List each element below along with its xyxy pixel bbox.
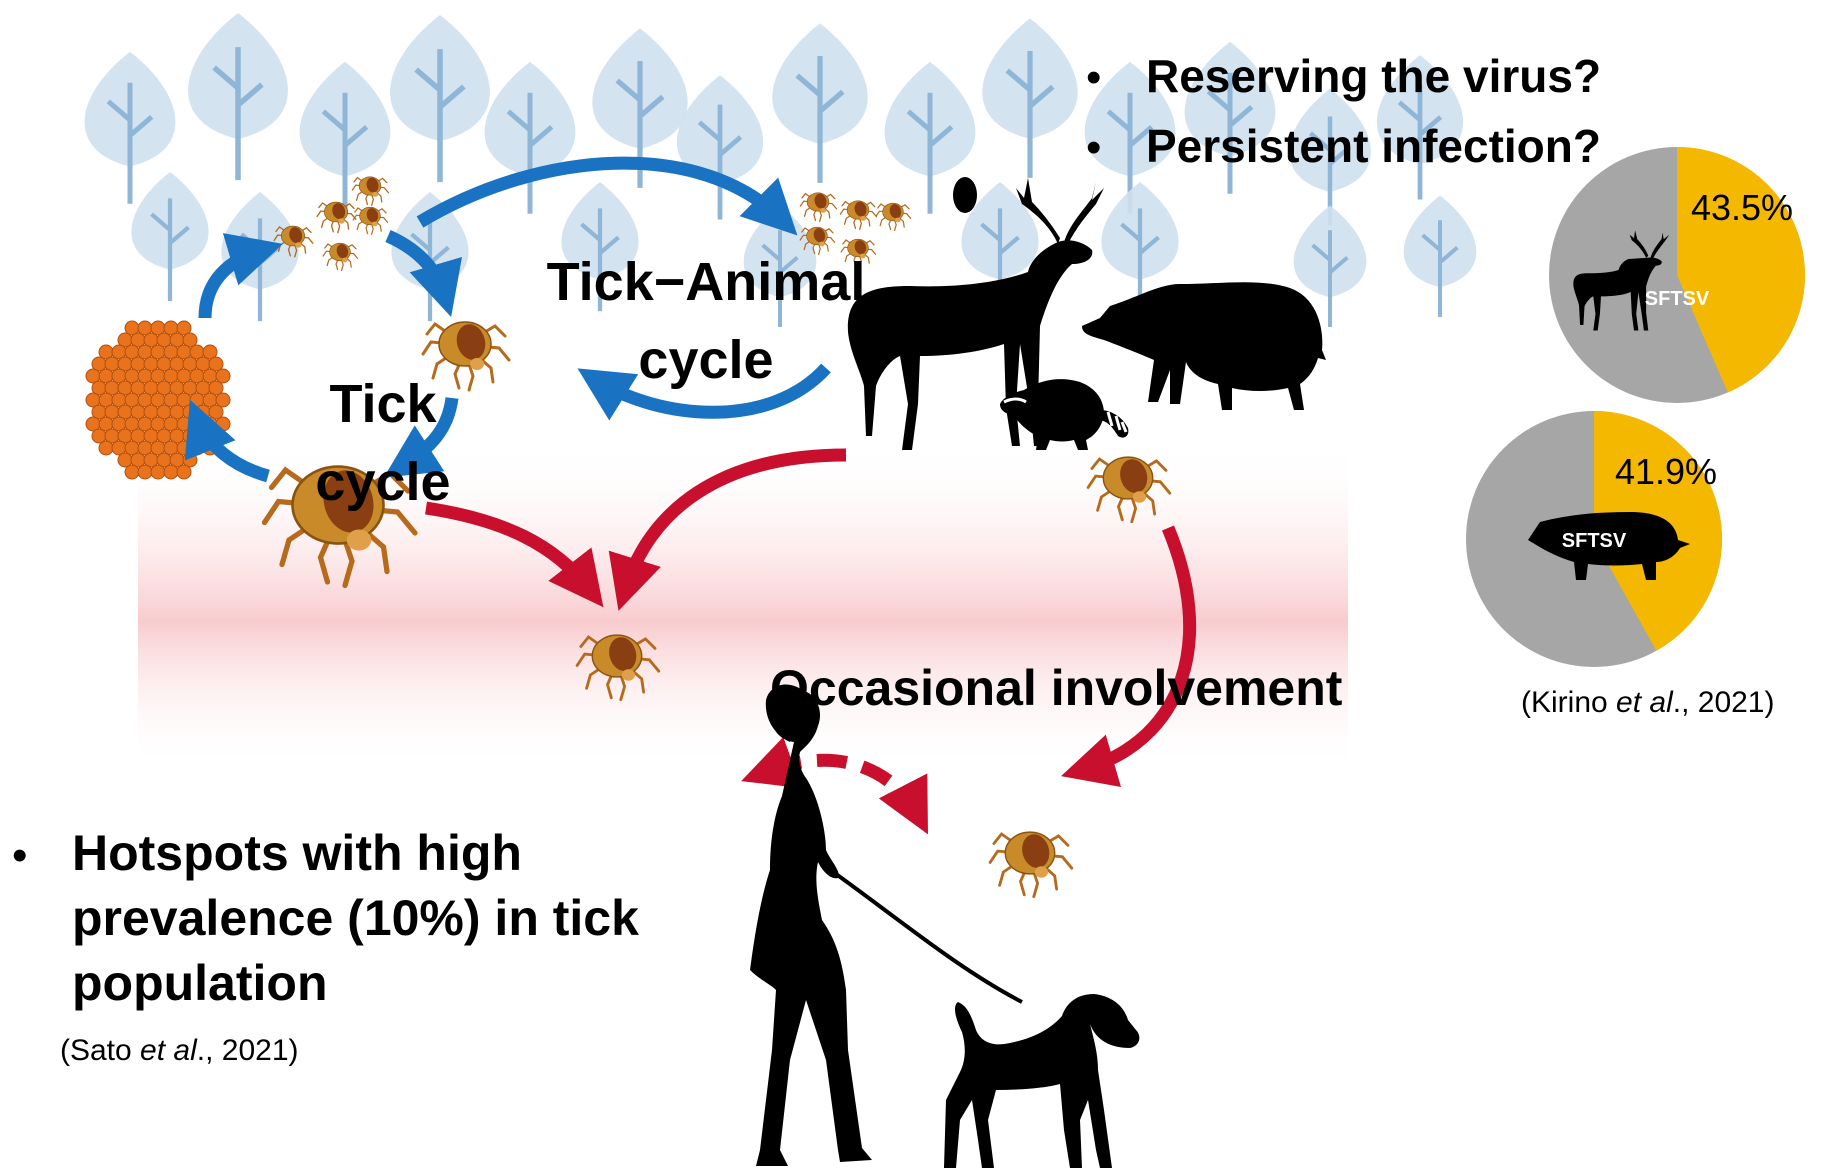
bullet-marker: • [1086,53,1101,102]
tick-animal-cycle-label-line2: cycle [638,330,773,390]
tick-near-dog [990,831,1072,897]
tick-egg [138,465,152,479]
citation-italic: et al [140,1034,198,1067]
bullet-marker: • [12,831,27,880]
dog-silhouette [944,994,1139,1168]
tick-animal-cycle-label-line1: Tick−Animal [547,252,866,312]
citation-text: ., 2021) [1673,686,1775,719]
hotspot-citation: (Sato et al., 2021) [60,1034,299,1067]
bullet-reserving-virus: Reserving the virus? [1146,50,1601,102]
tick-egg [99,441,113,455]
tree [390,15,490,182]
citation-text: ., 2021) [197,1034,299,1067]
tick-egg [164,465,178,479]
tick-egg [125,465,139,479]
tree [1404,195,1477,317]
citation-italic: et al [1616,686,1674,719]
pie-label-boar: SFTSV [1562,530,1627,552]
tick-egg [177,465,191,479]
bullet-marker: • [1086,123,1101,172]
pie-citation: (Kirino et al., 2021) [1521,686,1774,719]
bullet-persistent-infection: Persistent infection? [1146,120,1601,172]
pie-chart-boar: SFTSV 41.9% [1466,411,1722,667]
tree [131,172,208,301]
tick-egg [151,465,165,479]
occasional-involvement-label: Occasional involvement [770,660,1343,716]
hotspot-line-3: population [72,955,328,1011]
citation-text: (Sato [60,1034,140,1067]
citation-text: (Kirino [1521,686,1616,719]
tick-egg-cluster [86,321,230,479]
tick-cycle-label-line2: cycle [315,452,450,512]
wild-boar-silhouette [1082,282,1326,410]
tree [188,13,288,180]
pie-percent-deer: 43.5% [1691,187,1793,228]
tree [772,23,867,182]
hotspot-bullet: • Hotspots with high prevalence (10%) in… [12,825,639,1067]
tree [982,18,1077,177]
leash [836,874,1022,1002]
pie-chart-deer: SFTSV 43.5% [1549,147,1805,403]
hotspot-line-2: prevalence (10%) in tick [72,890,639,946]
pie-percent-boar: 41.9% [1615,451,1717,492]
pie-label-deer: SFTSV [1645,288,1710,310]
tick-cycle-label-line1: Tick [329,374,437,434]
hotspot-line-1: Hotspots with high [72,825,522,881]
